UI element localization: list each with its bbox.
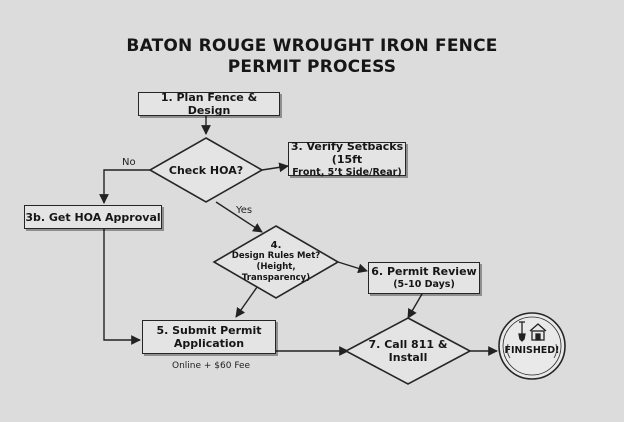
step-verify-setbacks-box: 3. Verify Setbacks (15ft Front, 5ʼt Side… — [288, 139, 406, 178]
edge-check-hoa-to-setbacks — [261, 162, 289, 173]
decision-call-811-shape — [344, 317, 472, 385]
decision-call-811-label: 7. Call 811 & Install — [362, 334, 454, 368]
step-hoa-approval-label: 3b. Get HOA Approval — [25, 210, 161, 224]
shovel-icon — [518, 321, 526, 342]
edge-check-hoa-to-design-rules — [215, 201, 263, 233]
decision-call-811-line-2: Install — [388, 351, 428, 364]
step-verify-setbacks-line-1: 3. Verify Setbacks (15ft — [290, 139, 404, 166]
step-permit-review-line-1: 6. Permit Review — [371, 265, 477, 278]
step-verify-setbacks-line-2: Front, 5ʼt Side/Rear) — [292, 166, 402, 178]
laurel-left — [506, 343, 511, 359]
edge-design-rules-to-permit-review — [337, 261, 368, 274]
decision-check-hoa-label: Check HOA? — [168, 163, 244, 177]
step-hoa-approval-box: 3b. Get HOA Approval — [24, 205, 162, 229]
decision-design-rules-line-3: Transparency) — [241, 273, 311, 283]
edge-hoa-approval-to-submit — [103, 229, 141, 345]
finished-badge-shape — [498, 312, 566, 380]
step-submit-permit-line-1: 5. Submit Permit — [156, 324, 262, 337]
house-icon — [529, 323, 547, 341]
finished-badge-label: FINISHED! — [504, 344, 560, 356]
laurel-right — [553, 343, 558, 359]
decision-check-hoa-shape — [148, 137, 264, 203]
decision-design-rules-number: 4. — [270, 240, 282, 251]
step-plan-fence-box: 1. Plan Fence & Design — [138, 91, 280, 117]
edge-label-no: No — [122, 157, 136, 168]
submit-fee-note: Online + $60 Fee — [172, 361, 251, 371]
step-permit-review-box: 6. Permit Review (5-10 Days) — [368, 262, 480, 294]
decision-call-811-line-1: 7. Call 811 & — [368, 338, 448, 351]
finished-badge-inner-ring — [502, 316, 562, 376]
decision-design-rules-line-2: (Height, — [256, 262, 296, 272]
decision-design-rules-line-1: Design Rules Met? — [231, 251, 321, 261]
edge-label-yes: Yes — [236, 205, 253, 216]
page-title-line-2: PERMIT PROCESS — [227, 57, 397, 77]
edge-permit-review-to-call-811 — [407, 293, 423, 319]
step-permit-review-line-2: (5-10 Days) — [393, 279, 455, 290]
decision-design-rules-shape — [212, 225, 340, 299]
step-submit-permit-line-2: Application — [173, 337, 245, 350]
step-submit-permit-box: 5. Submit Permit Application — [142, 320, 276, 354]
edge-check-hoa-to-hoa-approval — [99, 169, 150, 204]
page-title-line-1: BATON ROUGE WROUGHT IRON FENCE — [126, 36, 498, 56]
decision-design-rules-label: 4. Design Rules Met? (Height, Transparen… — [226, 232, 326, 292]
step-plan-fence-label: 1. Plan Fence & Design — [160, 91, 258, 117]
